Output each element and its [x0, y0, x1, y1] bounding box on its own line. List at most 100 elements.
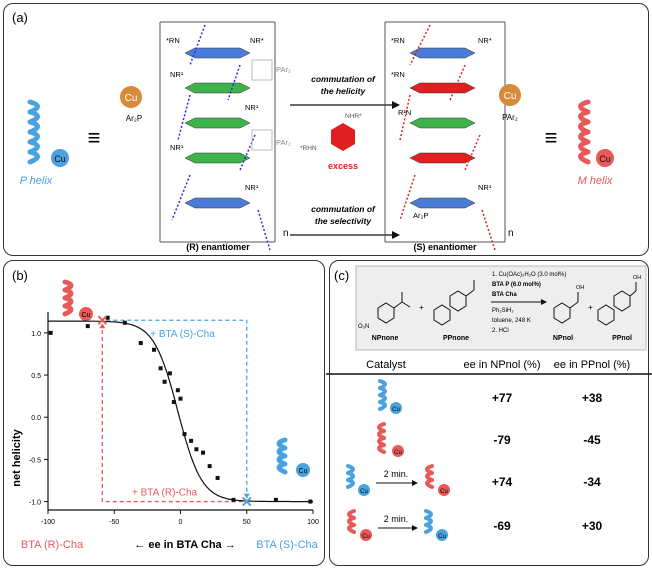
s-enantiomer-label: (S) enantiomer — [413, 242, 477, 252]
cu-label: Cu — [504, 91, 517, 102]
p-helix-label: P helix — [20, 175, 53, 187]
cu-label: Cu — [440, 489, 448, 495]
cu-sphere-orange-right — [499, 84, 521, 106]
table-row: Cu +77 +38 — [378, 379, 603, 414]
ar2p-label: Ar₂P — [413, 211, 428, 220]
plus-sign: + — [588, 303, 593, 312]
data-point — [48, 330, 53, 335]
blue-x-marker — [242, 496, 252, 507]
excess-label: excess — [328, 161, 358, 171]
table-row: Cu 2 min. Cu -69 +30 — [347, 509, 603, 541]
blue-guide-arrow — [106, 319, 248, 496]
nr1-label: NR¹ — [170, 70, 184, 79]
oh-label: OH — [633, 275, 641, 281]
row-2-np: -79 — [493, 433, 511, 447]
data-point — [182, 432, 187, 437]
left-axis-label: BTA (R)-Cha — [21, 539, 84, 551]
equiv-left: ≡ — [88, 125, 101, 150]
cu-sphere-red — [596, 149, 614, 167]
right-axis-label: BTA (S)-Cha — [256, 539, 318, 551]
data-point — [152, 347, 156, 352]
commutation-selectivity-line1: commutation of — [311, 204, 376, 214]
red-helix-icon — [62, 279, 74, 317]
x-tick-label: -100 — [41, 519, 55, 526]
x-tick-label: 100 — [307, 519, 319, 526]
nr1-label: NR¹ — [245, 183, 259, 192]
data-point — [175, 388, 180, 393]
r-enantiomer-label: (R) enantiomer — [186, 242, 250, 252]
data-point — [138, 340, 143, 345]
blue-helix-icon — [276, 437, 288, 475]
row-4-arrow-label: 2 min. — [384, 514, 409, 524]
m-helix-icon — [578, 99, 591, 165]
nhr-label: NHR* — [345, 113, 362, 120]
blue-arrowhead — [243, 493, 250, 499]
commutation-helicity-line2: the helicity — [321, 86, 367, 96]
cu-label: Cu — [438, 534, 446, 540]
data-point — [171, 400, 176, 405]
cu-label: Cu — [392, 407, 400, 413]
nr1-label: NR¹ — [478, 183, 492, 192]
r1n-label: R¹N — [398, 108, 411, 117]
data-point — [201, 450, 206, 455]
ar2p-label: Ar₂P — [126, 114, 142, 123]
cu-label: Cu — [54, 154, 66, 164]
p-helix-icon — [27, 99, 40, 165]
label-add-r: + BTA (R)-Cha — [132, 488, 198, 499]
header-catalyst: Catalyst — [366, 359, 406, 371]
cu-label: Cu — [82, 312, 91, 319]
row-3-arrow-label: 2 min. — [384, 469, 409, 479]
o2n-label: O₂N — [358, 324, 369, 330]
data-point — [194, 447, 199, 452]
data-point — [215, 475, 220, 480]
y-tick-label: 0.5 — [31, 373, 41, 380]
header-pp: ee in PPnol (%) — [554, 359, 630, 371]
label-add-s: + BTA (S)-Cha — [150, 329, 215, 340]
condition-4: Ph₂SiH₂ — [492, 308, 514, 314]
row-1-np: +77 — [492, 391, 513, 405]
rhn-label: *RHN — [300, 145, 317, 152]
panel-c-drawing: (c) O₂N NPnone + PPnone 1. Cu(OAc)₂H₂O (… — [326, 265, 652, 541]
x-tick-label: -50 — [109, 519, 119, 526]
data-point — [105, 315, 110, 320]
table-row: Cu 2 min. Cu +74 -34 — [346, 464, 601, 496]
data-point — [231, 497, 236, 502]
condition-6: 2. HCl — [492, 328, 509, 334]
data-point — [122, 320, 127, 325]
s-enantiomer-stack — [384, 21, 506, 251]
x-tick-label: 50 — [243, 519, 251, 526]
r-enantiomer-stack — [159, 21, 276, 251]
red-arrowhead — [99, 323, 106, 329]
rn-star-label: *RN — [391, 70, 405, 79]
condition-5: toluene, 248 K — [492, 318, 531, 324]
x-axis-label: ← ee in BTA Cha → — [134, 539, 235, 551]
row-1-pp: +38 — [582, 391, 603, 405]
rn-star-label: *RN — [391, 36, 405, 45]
panel-c-label: (c) — [334, 268, 349, 283]
cu-label: Cu — [299, 468, 308, 475]
cu-sphere-orange-left — [120, 86, 142, 108]
row-2-pp: -45 — [583, 433, 601, 447]
data-point — [167, 371, 172, 376]
red-guide-arrow — [101, 326, 243, 503]
bta-cha-hexagon — [331, 123, 355, 151]
plus-sign: + — [419, 303, 424, 312]
data-point — [273, 497, 278, 502]
row-3-pp: -34 — [583, 475, 601, 489]
data-point — [308, 499, 313, 504]
table-row: Cu -79 -45 — [377, 422, 601, 457]
red-x-marker — [97, 315, 108, 325]
panel-a-drawing: Cu P helix ≡ Cu Ar₂P *RN NR* NR¹ NR¹ NR¹… — [12, 10, 614, 252]
data-point — [158, 366, 163, 371]
n-subscript: n — [283, 228, 289, 239]
y-tick-label: 1.0 — [31, 331, 41, 338]
data-point — [162, 379, 167, 384]
row-3-np: +74 — [492, 475, 513, 489]
nr1-label: NR¹ — [170, 143, 184, 152]
cu-sphere-blue — [51, 149, 69, 167]
par2-label: PAr₂ — [502, 113, 518, 122]
scheme-box — [355, 265, 647, 351]
reactant-1-label: NPnone — [372, 335, 399, 342]
